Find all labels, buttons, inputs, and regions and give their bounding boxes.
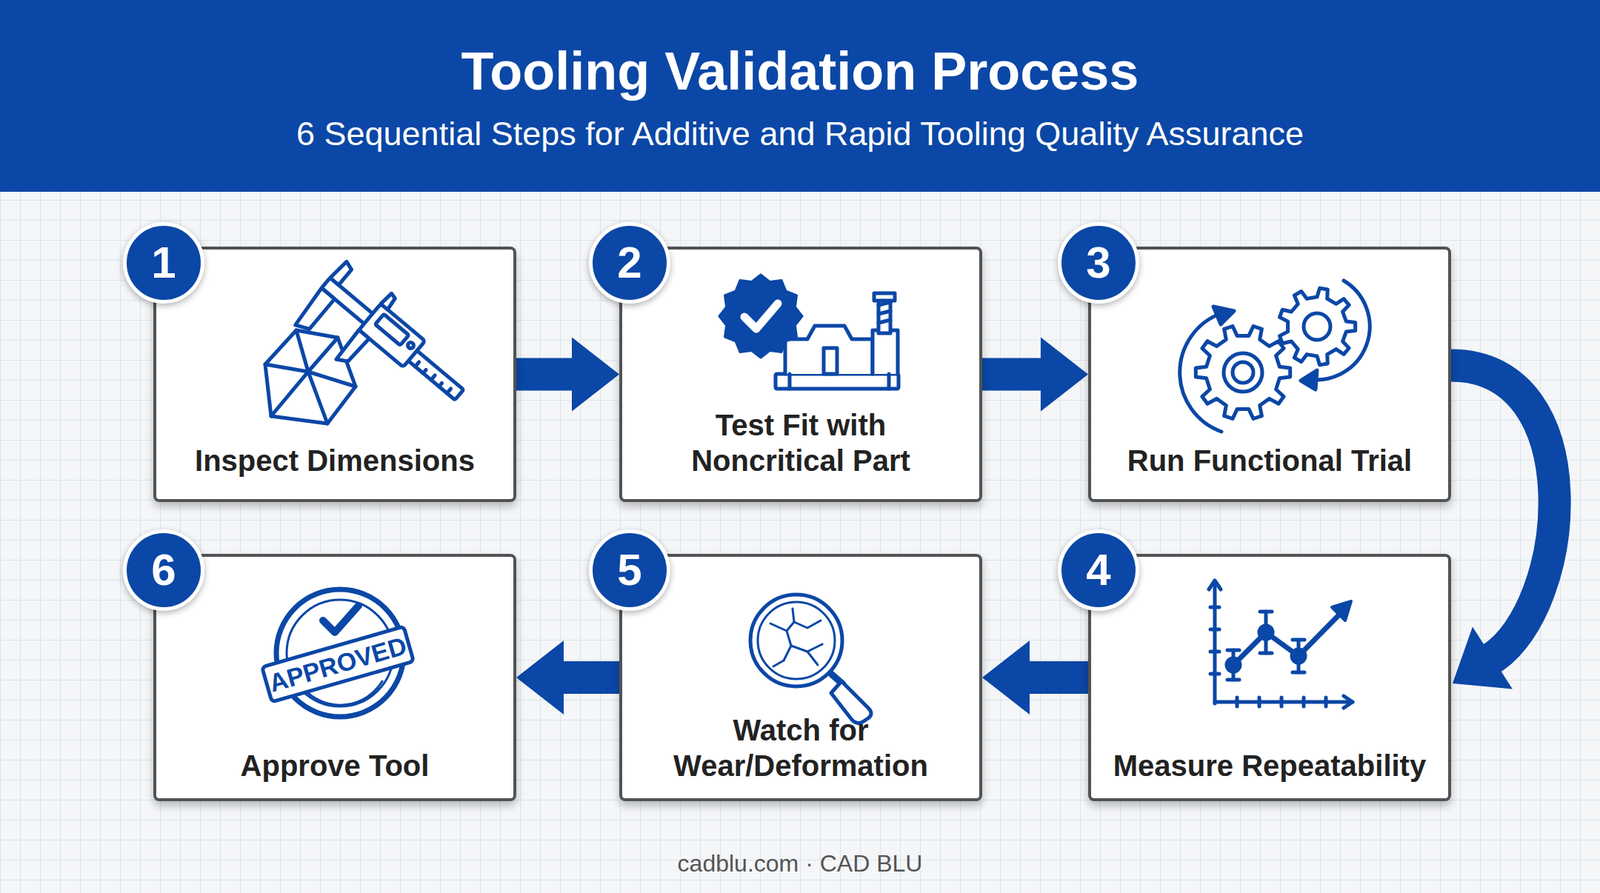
flow-arrow [982, 640, 1089, 715]
arrow-body [1028, 661, 1089, 695]
step-label: Watch for Wear/Deformation [637, 712, 965, 784]
watermark: cadblu.com · CAD BLU [0, 848, 1600, 879]
arrow-head [1040, 337, 1089, 412]
flow-arrow [982, 337, 1089, 412]
step-number: 3 [1057, 222, 1140, 304]
step-number: 6 [122, 529, 205, 612]
process-box: 4Measure Repeatability [1088, 554, 1452, 802]
process-box: 1Inspect Dimensions [153, 246, 517, 503]
arrow-body [982, 358, 1043, 392]
flow-arrow [1451, 365, 1555, 690]
step-label: Inspect Dimensions [171, 442, 499, 479]
flow-arrow [516, 337, 620, 412]
arrow-body [562, 661, 620, 695]
step-number: 1 [122, 222, 205, 304]
process-box: 5Watch for Wear/Deformation [619, 554, 983, 802]
step-label: Run Functional Trial [1105, 442, 1434, 479]
subtitle: 6 Sequential Steps for Additive and Rapi… [0, 113, 1600, 155]
step-number: 4 [1057, 529, 1140, 612]
title: Tooling Validation Process [0, 38, 1600, 104]
arrow-head [571, 337, 620, 412]
flow-arrow [516, 640, 620, 715]
step-number: 5 [588, 529, 671, 612]
step-label: Measure Repeatability [1105, 748, 1434, 784]
arrow-body [516, 358, 574, 392]
step-label: Test Fit with Noncritical Part [637, 407, 965, 479]
arrow-head [1452, 626, 1513, 689]
step-number: 2 [588, 222, 671, 304]
process-box: 3Run Functional Trial [1088, 246, 1452, 503]
header-band: Tooling Validation Process 6 Sequential … [0, 0, 1600, 192]
arrow-head [982, 640, 1030, 715]
step-label: Approve Tool [171, 748, 499, 784]
process-box: 2Test Fit with Noncritical Part [619, 246, 983, 503]
arrow-body [1451, 365, 1555, 660]
arrow-head [516, 640, 564, 715]
